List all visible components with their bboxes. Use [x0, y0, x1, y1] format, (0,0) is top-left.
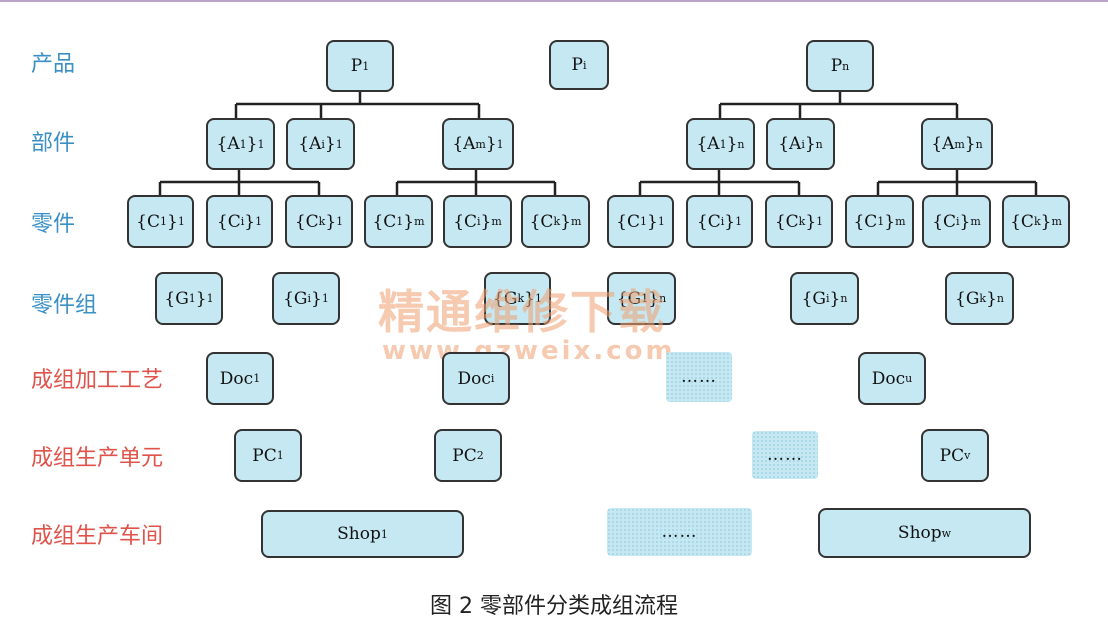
- top-border: [0, 0, 1108, 2]
- label-group-workshop: 成组生产车间: [31, 524, 164, 549]
- label-part-group: 零件组: [31, 293, 98, 318]
- connector-pn: [718, 92, 959, 118]
- node-cell-ellipsis: ……: [752, 431, 818, 479]
- connector-a1-1: [158, 170, 321, 195]
- node-process-ellipsis: ……: [666, 352, 732, 402]
- watermark-title: 精通维修下载: [378, 285, 666, 339]
- connector-am-n: [876, 170, 1038, 195]
- connector-a1-n: [638, 170, 801, 195]
- label-group-cell: 成组生产单元: [31, 446, 164, 471]
- label-product: 产品: [31, 52, 76, 77]
- label-part: 零件: [31, 212, 76, 237]
- label-assembly: 部件: [31, 131, 76, 156]
- connector-am-1: [395, 170, 557, 195]
- label-group-process: 成组加工工艺: [31, 368, 164, 393]
- watermark-url: www.gzweix.com: [382, 336, 676, 366]
- connector-p1: [234, 92, 481, 118]
- node-workshop-ellipsis: ……: [607, 508, 752, 556]
- figure-caption: 图 2 零部件分类成组流程: [430, 594, 678, 619]
